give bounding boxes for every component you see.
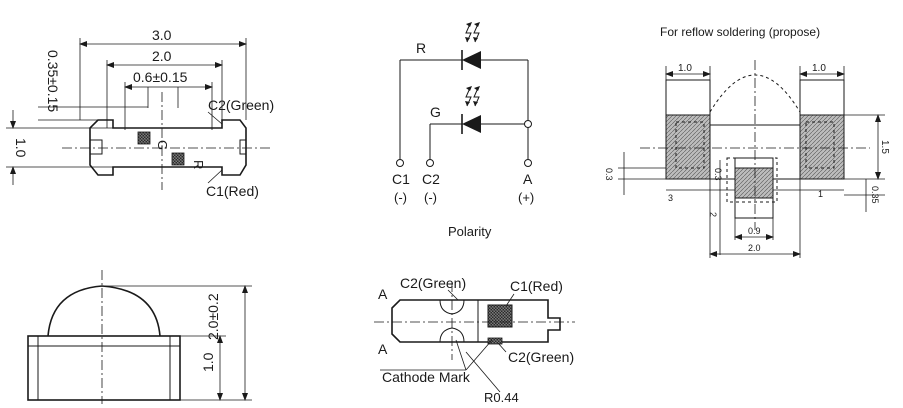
label-1: 1: [818, 189, 823, 199]
red-pad: [487, 304, 513, 328]
left-pad-inner: [675, 121, 705, 169]
c1-sign: (-): [394, 190, 407, 205]
dim-total-width: 3.0: [152, 27, 172, 43]
cathode-mark-label: Cathode Mark: [382, 369, 471, 385]
dim-inner-width: 2.0: [152, 48, 172, 64]
leader-line: [505, 293, 515, 307]
chip-g-label: G: [155, 140, 170, 150]
center-solder-pad: [734, 167, 774, 199]
dim-height: 1.0: [13, 138, 29, 158]
r-label: R: [416, 40, 426, 56]
cathode-leader: [455, 339, 467, 371]
radius-leader: [465, 351, 501, 393]
center-pad-box: [734, 157, 774, 219]
c2-label: C2: [422, 171, 440, 187]
c1-red-label: C1(Red): [206, 183, 259, 199]
leader-line: [497, 342, 507, 353]
terminal-c2: [426, 159, 434, 167]
dim-height-total: 2.0±0.2: [205, 293, 221, 340]
terminal-c1: [396, 159, 404, 167]
chip-red: [171, 152, 185, 166]
dim-height: 1.5: [879, 140, 890, 154]
c2-green-label: C2(Green): [400, 275, 466, 291]
light-emission-icon: [465, 22, 480, 43]
reflow-title: For reflow soldering (propose): [660, 25, 820, 39]
c2-green-label: C2(Green): [208, 97, 274, 113]
dim-20: 2.0: [748, 243, 761, 253]
side-view: 2.0±0.2 1.0: [27, 270, 252, 404]
dim-left-pad: 1.0: [678, 63, 692, 74]
reflow-pattern: For reflow soldering (propose) 1.0 1.0: [604, 25, 890, 258]
green-pad: [487, 337, 503, 345]
cathode-leader: [465, 339, 493, 371]
junction-node: [524, 120, 532, 128]
right-solder-pad: [799, 114, 845, 180]
leader-line: [207, 111, 223, 125]
dim-09: 0.9: [748, 226, 761, 236]
package-outline: [89, 119, 247, 176]
leader-line: [447, 289, 459, 301]
left-lead: [89, 139, 103, 155]
light-emission-icon: [465, 86, 480, 107]
polarity-caption: Polarity: [448, 224, 492, 239]
a-bottom-label: A: [378, 341, 388, 357]
chip-green: [137, 131, 151, 145]
diode-red-triangle: [462, 51, 481, 69]
right-pad-inner: [805, 121, 835, 169]
polarity-diagram: R G C1 (-) C2 (-) A (+) Polarity: [392, 22, 534, 239]
right-notch: [239, 139, 246, 155]
bottom-view: A A C2(Green) C1(Red) C2(Green) Cathode …: [374, 275, 575, 405]
dim-right-035: 0.35: [870, 186, 880, 204]
dim-left-03: 0.3: [604, 168, 614, 181]
left-pad-outline: [665, 79, 711, 116]
side-body-inner: [37, 335, 171, 401]
c1-label: C1: [392, 171, 410, 187]
c2-green-bottom-label: C2(Green): [508, 349, 574, 365]
terminal-a: [524, 159, 532, 167]
side-lens: [47, 285, 161, 337]
a-label: A: [523, 171, 533, 187]
right-pad-outline: [799, 79, 845, 116]
dim-pad-vertical: 0.35±0.15: [45, 50, 61, 112]
radius-label: R0.44: [484, 390, 519, 405]
c1-red-label: C1(Red): [510, 278, 563, 294]
label-2: 2: [708, 212, 718, 217]
leader-line: [207, 169, 223, 184]
dim-center-03: 0.3: [713, 168, 723, 181]
dim-height-body: 1.0: [200, 352, 216, 372]
diode-green-triangle: [462, 115, 481, 133]
a-sign: (+): [518, 190, 534, 205]
a-top-label: A: [378, 286, 388, 302]
g-label: G: [430, 104, 441, 120]
top-view: G R 3.0 2.0 0.6±0.15 0.35±0.15 1.0 C2(Gr…: [6, 27, 274, 199]
dim-right-pad: 1.0: [812, 63, 826, 74]
bottom-package-outline: [391, 299, 561, 343]
chip-r-label: R: [191, 160, 206, 169]
lens-outline: [709, 74, 801, 113]
left-solder-pad: [665, 114, 711, 180]
dim-pad-offset: 0.6±0.15: [133, 69, 188, 85]
c2-sign: (-): [424, 190, 437, 205]
label-3: 3: [668, 193, 673, 203]
